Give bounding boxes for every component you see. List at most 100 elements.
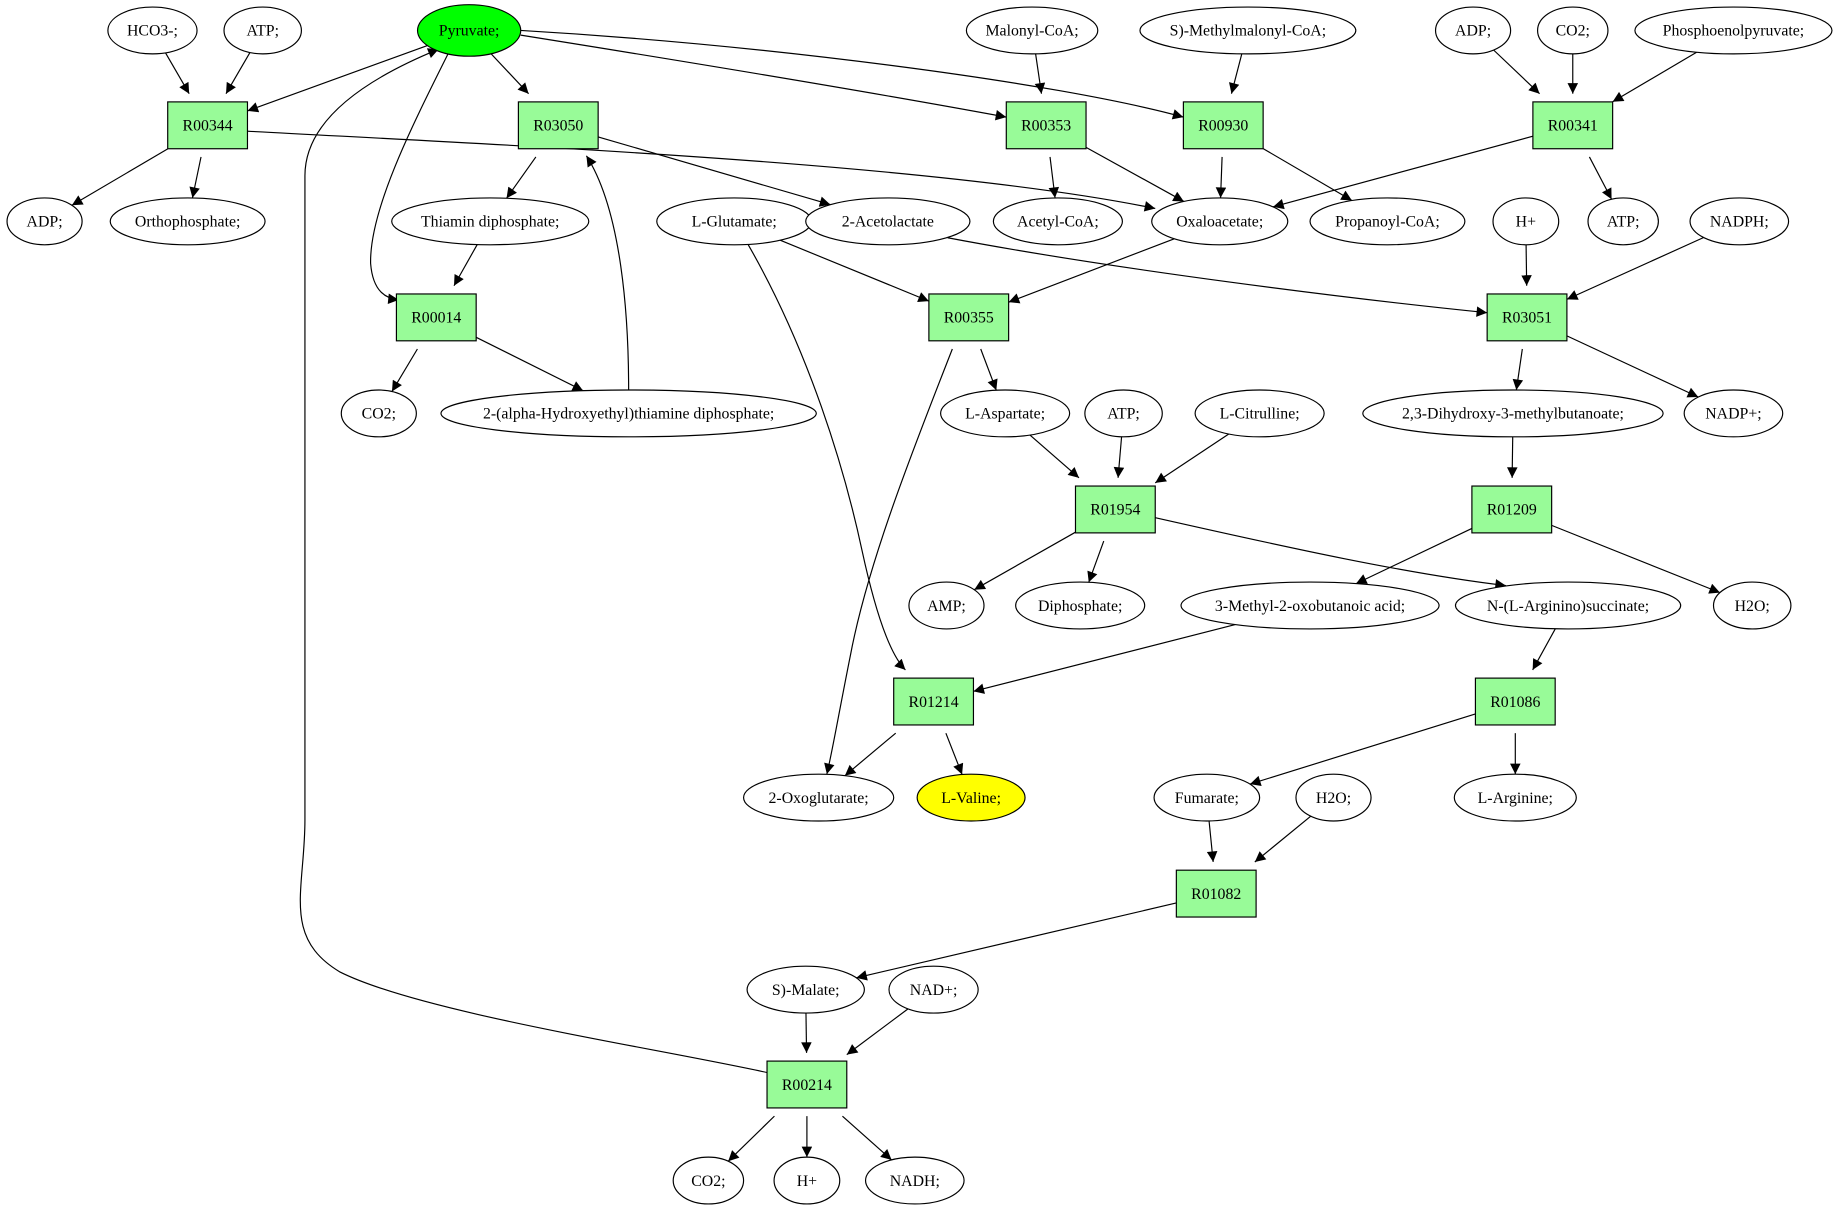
edge-R01954-to-diphosphate xyxy=(1087,540,1105,583)
compound-node[interactable]: AMP; xyxy=(908,581,985,630)
compound-label: S)-Methylmalonyl-CoA; xyxy=(1170,23,1326,40)
compound-label: Thiamin diphosphate; xyxy=(421,214,559,231)
compound-node[interactable]: NADP+; xyxy=(1683,389,1784,438)
compound-node[interactable]: 3-Methyl-2-oxobutanoic acid; xyxy=(1180,581,1440,630)
compound-node[interactable]: 2-Acetolactate xyxy=(805,197,971,246)
edge-pep-to-R00341 xyxy=(1612,51,1697,103)
compound-label: H+ xyxy=(797,1173,817,1190)
reaction-node[interactable]: R01209 xyxy=(1471,485,1553,534)
reaction-label: R00014 xyxy=(411,310,461,327)
reaction-node[interactable]: R00355 xyxy=(928,293,1010,342)
reaction-node[interactable]: R01086 xyxy=(1474,677,1556,726)
compound-node[interactable]: ADP; xyxy=(6,197,83,246)
edge-R03051-to-dihydroxy xyxy=(1512,348,1524,391)
compound-label: S)-Malate; xyxy=(772,982,840,999)
compound-node[interactable]: H+ xyxy=(773,1156,841,1205)
edge-R01954-to-amp xyxy=(973,531,1076,591)
compound-node[interactable]: Propanoyl-CoA; xyxy=(1309,197,1466,246)
compound-node[interactable]: ADP; xyxy=(1434,6,1512,55)
compound-node[interactable]: L-Citrulline; xyxy=(1194,389,1325,438)
compound-node[interactable]: CO2; xyxy=(1536,6,1609,55)
edge-R03050-to-acetolactate xyxy=(597,136,831,207)
reaction-node[interactable]: R00014 xyxy=(395,293,477,342)
compound-node[interactable]: Oxaloacetate; xyxy=(1151,197,1289,246)
compound-label: 2-Acetolactate xyxy=(842,214,934,231)
compound-label: HCO3-; xyxy=(127,23,178,40)
reaction-label: R03050 xyxy=(533,118,583,135)
reaction-node[interactable]: R00930 xyxy=(1182,101,1264,150)
compound-node-source[interactable]: Pyruvate; xyxy=(416,4,522,57)
compound-node[interactable]: H+ xyxy=(1492,197,1560,246)
compound-node[interactable]: NAD+; xyxy=(888,965,979,1014)
compound-label: L-Glutamate; xyxy=(692,214,777,231)
compound-label: Orthophosphate; xyxy=(135,214,240,231)
reaction-box xyxy=(1474,677,1556,726)
reaction-label: R01086 xyxy=(1490,694,1540,711)
compound-node[interactable]: N-(L-Arginino)succinate; xyxy=(1454,581,1682,630)
reaction-node[interactable]: R01214 xyxy=(893,677,975,726)
compound-node[interactable]: Malonyl-CoA; xyxy=(965,6,1099,55)
compound-node[interactable]: H2O; xyxy=(1712,581,1792,630)
reaction-node[interactable]: R00214 xyxy=(766,1060,848,1109)
compound-node[interactable]: NADPH; xyxy=(1689,197,1790,246)
compound-node[interactable]: Phosphoenolpyruvate; xyxy=(1634,6,1833,55)
compound-ellipse xyxy=(746,965,865,1014)
reaction-node[interactable]: R00353 xyxy=(1005,101,1087,150)
compound-node[interactable]: ATP; xyxy=(1084,389,1163,438)
compound-node[interactable]: ATP; xyxy=(1587,197,1659,246)
edge-R00344-to-adp1 xyxy=(71,148,169,206)
compound-node[interactable]: HCO3-; xyxy=(107,6,198,55)
compound-node[interactable]: Thiamin diphosphate; xyxy=(391,197,590,246)
compound-node[interactable]: Acetyl-CoA; xyxy=(992,197,1123,246)
compound-node[interactable]: S)-Malate; xyxy=(746,965,865,1014)
compound-node[interactable]: L-Aspartate; xyxy=(940,389,1071,438)
compound-ellipse xyxy=(107,6,198,55)
compound-node[interactable]: CO2; xyxy=(340,389,417,438)
reaction-node[interactable]: R01082 xyxy=(1175,869,1257,918)
compound-node[interactable]: ATP; xyxy=(223,6,303,55)
reaction-node[interactable]: R00341 xyxy=(1532,101,1614,150)
compound-node[interactable]: 2-Oxoglutarate; xyxy=(742,773,895,822)
compound-node[interactable]: Fumarate; xyxy=(1153,773,1261,822)
reaction-node[interactable]: R01954 xyxy=(1074,485,1156,534)
compound-ellipse xyxy=(416,4,522,57)
compound-ellipse xyxy=(1434,6,1512,55)
reaction-box xyxy=(517,101,599,150)
compound-ellipse xyxy=(1015,581,1146,630)
compound-node[interactable]: CO2; xyxy=(672,1156,745,1205)
compound-label: ADP; xyxy=(1455,23,1491,40)
compound-node[interactable]: NADH; xyxy=(864,1156,965,1205)
compound-node[interactable]: 2,3-Dihydroxy-3-methylbutanoate; xyxy=(1362,389,1664,438)
reaction-box xyxy=(395,293,477,342)
compound-ellipse xyxy=(391,197,590,246)
reaction-node[interactable]: R03050 xyxy=(517,101,599,150)
compound-node[interactable]: H2O; xyxy=(1295,773,1372,822)
compound-label: ATP; xyxy=(1107,406,1140,423)
compound-ellipse xyxy=(1454,581,1682,630)
compound-label: L-Valine; xyxy=(941,790,1001,807)
compound-label: ATP; xyxy=(1607,214,1640,231)
compound-node[interactable]: 2-(alpha-Hydroxyethyl)thiamine diphospha… xyxy=(440,389,817,438)
compound-node[interactable]: S)-Methylmalonyl-CoA; xyxy=(1139,6,1357,55)
compound-ellipse xyxy=(1634,6,1833,55)
compound-node-target[interactable]: L-Valine; xyxy=(916,773,1026,822)
compound-node[interactable]: Diphosphate; xyxy=(1015,581,1146,630)
reaction-node[interactable]: R03051 xyxy=(1486,293,1568,342)
compound-node[interactable]: Orthophosphate; xyxy=(109,197,266,246)
edge-glutamate-to-R00355 xyxy=(779,239,930,302)
compound-node[interactable]: L-Arginine; xyxy=(1453,773,1577,822)
edge-pyruvate-to-R03050 xyxy=(490,53,530,95)
compound-label: CO2; xyxy=(362,406,396,423)
edge-aspartate-to-R01954 xyxy=(1029,434,1080,479)
compound-node[interactable]: L-Glutamate; xyxy=(656,197,813,246)
reaction-box xyxy=(1175,869,1257,918)
reaction-box xyxy=(1532,101,1614,150)
compound-label: CO2; xyxy=(691,1173,725,1190)
compound-label: Malonyl-CoA; xyxy=(985,23,1078,40)
compound-ellipse xyxy=(1084,389,1163,438)
edge-pyruvate-to-R00014 xyxy=(370,53,449,305)
reaction-node[interactable]: R00344 xyxy=(167,101,249,150)
reaction-label: R01214 xyxy=(909,694,959,711)
compound-ellipse xyxy=(1453,773,1577,822)
compound-ellipse xyxy=(1712,581,1792,630)
